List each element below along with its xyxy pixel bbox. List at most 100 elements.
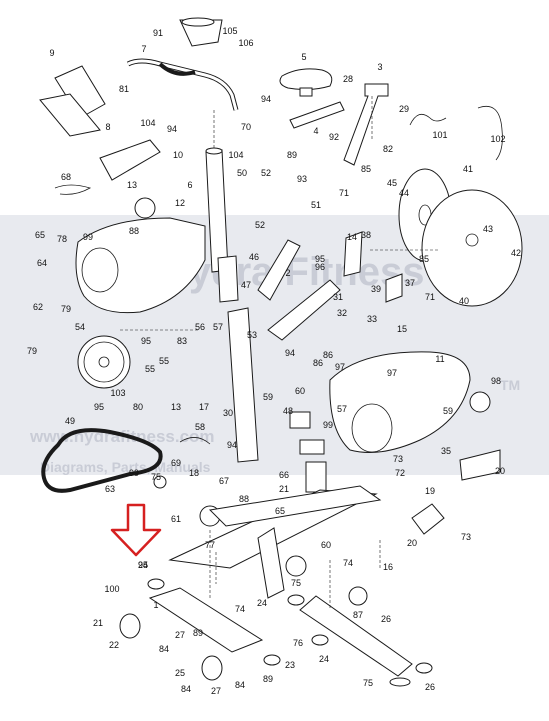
part-label: 29 [399,104,409,114]
part-label: 14 [347,232,357,242]
part-label: 65 [35,230,45,240]
part-label: 46 [249,252,259,262]
part-label: 103 [110,388,125,398]
part-label: 52 [255,220,265,230]
part-label: 37 [405,278,415,288]
watermark-tagline: Diagrams, Parts, Manuals [40,459,211,475]
part-label: 30 [223,408,233,418]
part-label: 28 [343,74,353,84]
part-label: 39 [371,284,381,294]
part-label: 96 [315,262,325,272]
watermark-trademark: TM [500,377,520,393]
part-label: 1 [153,600,158,610]
part-label: 99 [129,468,139,478]
part-label: 99 [83,232,93,242]
part-label: 47 [241,280,251,290]
part-label: 57 [337,404,347,414]
part-label: 17 [199,402,209,412]
part-label: 67 [219,476,229,486]
part-label: 61 [171,514,181,524]
part-label: 105 [222,26,237,36]
part-label: 21 [279,484,289,494]
part-label: 92 [329,132,339,142]
part-label: 3 [377,62,382,72]
part-label: 51 [311,200,321,210]
part-label: 18 [189,468,199,478]
part-label: 70 [241,122,251,132]
part-label: 95 [141,336,151,346]
part-label: 68 [61,172,71,182]
part-label: 74 [343,558,353,568]
part-label: 95 [315,254,325,264]
part-label: 69 [171,458,181,468]
part-label: 53 [247,330,257,340]
part-label: 86 [313,358,323,368]
part-label: 21 [93,618,103,628]
part-label: 100 [104,584,119,594]
part-label: 16 [383,562,393,572]
part-label: 11 [435,354,444,364]
part-label: 102 [490,134,505,144]
part-label: 54 [75,322,85,332]
part-label: 94 [261,94,271,104]
part-label: 22 [109,640,119,650]
part-label: 25 [175,668,185,678]
part-label: 99 [323,420,333,430]
part-label: 84 [181,684,191,694]
part-label: 104 [228,150,243,160]
part-label: 5 [301,52,306,62]
part-label: 31 [333,292,343,302]
part-label: 72 [395,468,405,478]
callout-arrow [110,503,162,557]
part-label: 79 [61,304,71,314]
part-label: 23 [285,660,295,670]
part-label: 59 [443,406,453,416]
part-label: 98 [491,376,501,386]
part-label: 75 [363,678,373,688]
part-label: 71 [339,188,349,198]
part-label: 73 [393,454,403,464]
part-label: 4 [313,126,318,136]
part-label: 75 [291,578,301,588]
part-label: 106 [238,38,253,48]
part-label: 63 [105,484,115,494]
part-label: 13 [127,180,137,190]
part-label: 94 [285,348,295,358]
part-label: 86 [323,350,333,360]
part-label: 78 [57,234,67,244]
part-label: 79 [27,346,37,356]
part-label: 89 [287,150,297,160]
part-label: 26 [425,682,435,692]
part-label: 88 [129,226,139,236]
part-label: 35 [441,446,451,456]
part-label: 101 [432,130,447,140]
part-label: 89 [263,674,273,684]
part-label: 56 [195,322,205,332]
part-label: 104 [140,118,155,128]
part-label: 43 [483,224,493,234]
part-label: 44 [399,188,409,198]
part-label: 9 [49,48,54,58]
part-label: 52 [261,168,271,178]
parts [39,17,523,687]
part-label: 8 [105,122,110,132]
part-label: 76 [293,638,303,648]
part-label: 32 [337,308,347,318]
part-label: 64 [37,258,47,268]
part-label: 73 [461,532,471,542]
part-label: 24 [319,654,329,664]
part-label: 55 [159,356,169,366]
part-label: 42 [511,248,521,258]
part-label: 97 [335,362,345,372]
part-label: 74 [235,604,245,614]
part-label: 81 [119,84,129,94]
part-label: 55 [145,364,155,374]
part-label: 77 [205,540,215,550]
part-label: 75 [151,472,161,482]
part-label: 41 [463,164,473,174]
part-label: 88 [239,494,249,504]
part-label: 93 [297,174,307,184]
part-label: 45 [387,178,397,188]
